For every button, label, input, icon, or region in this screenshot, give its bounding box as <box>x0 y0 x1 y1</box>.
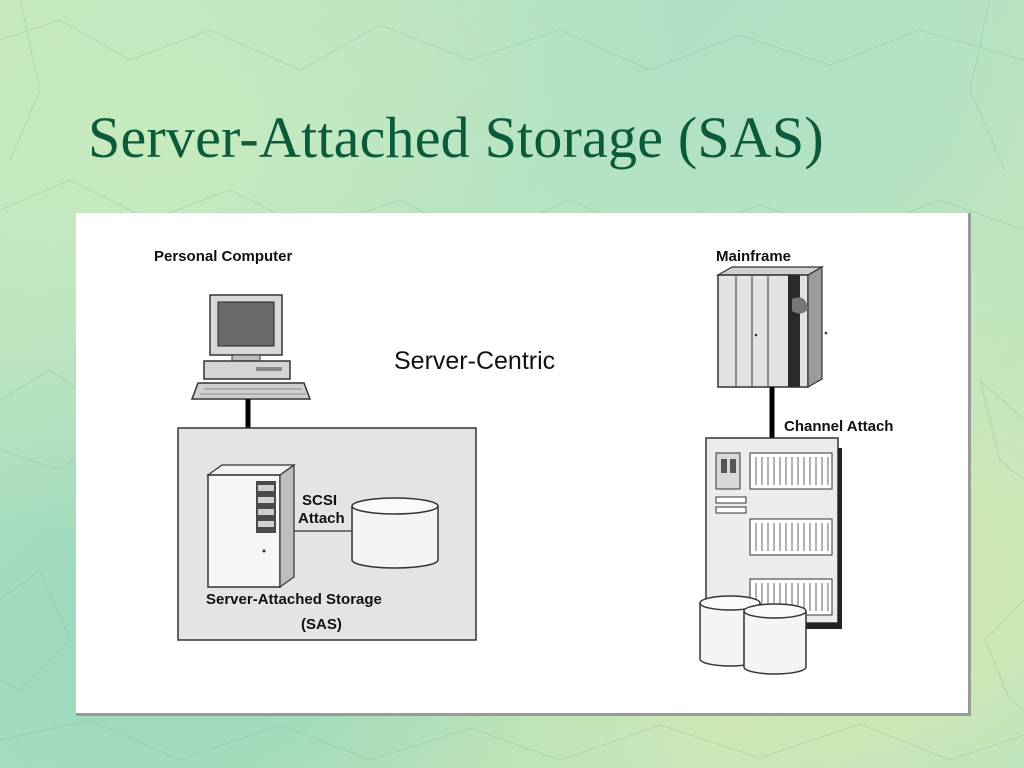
sas-box-label: Server-Attached Storage <box>206 591 382 608</box>
server-centric-diagram: Personal Computer Server-Centric <box>154 248 893 675</box>
personal-computer-label: Personal Computer <box>154 248 293 265</box>
storage-disk-icon <box>743 603 807 675</box>
diagram-panel: Personal Computer Server-Centric <box>76 213 971 716</box>
server-centric-heading: Server-Centric <box>394 347 555 375</box>
attach-label: Attach <box>298 510 345 527</box>
server-tower-icon <box>206 463 296 589</box>
mainframe-label: Mainframe <box>716 248 791 265</box>
channel-attach-label: Channel Attach <box>784 418 893 435</box>
personal-computer-icon <box>190 294 312 400</box>
storage-disk-icon <box>351 497 439 569</box>
mainframe-icon <box>715 265 828 389</box>
slide-title: Server-Attached Storage (SAS) <box>88 105 824 170</box>
sas-box-label-abbrev: (SAS) <box>301 616 342 633</box>
scsi-label: SCSI <box>302 492 337 509</box>
storage-cabinet-icon <box>705 437 842 629</box>
